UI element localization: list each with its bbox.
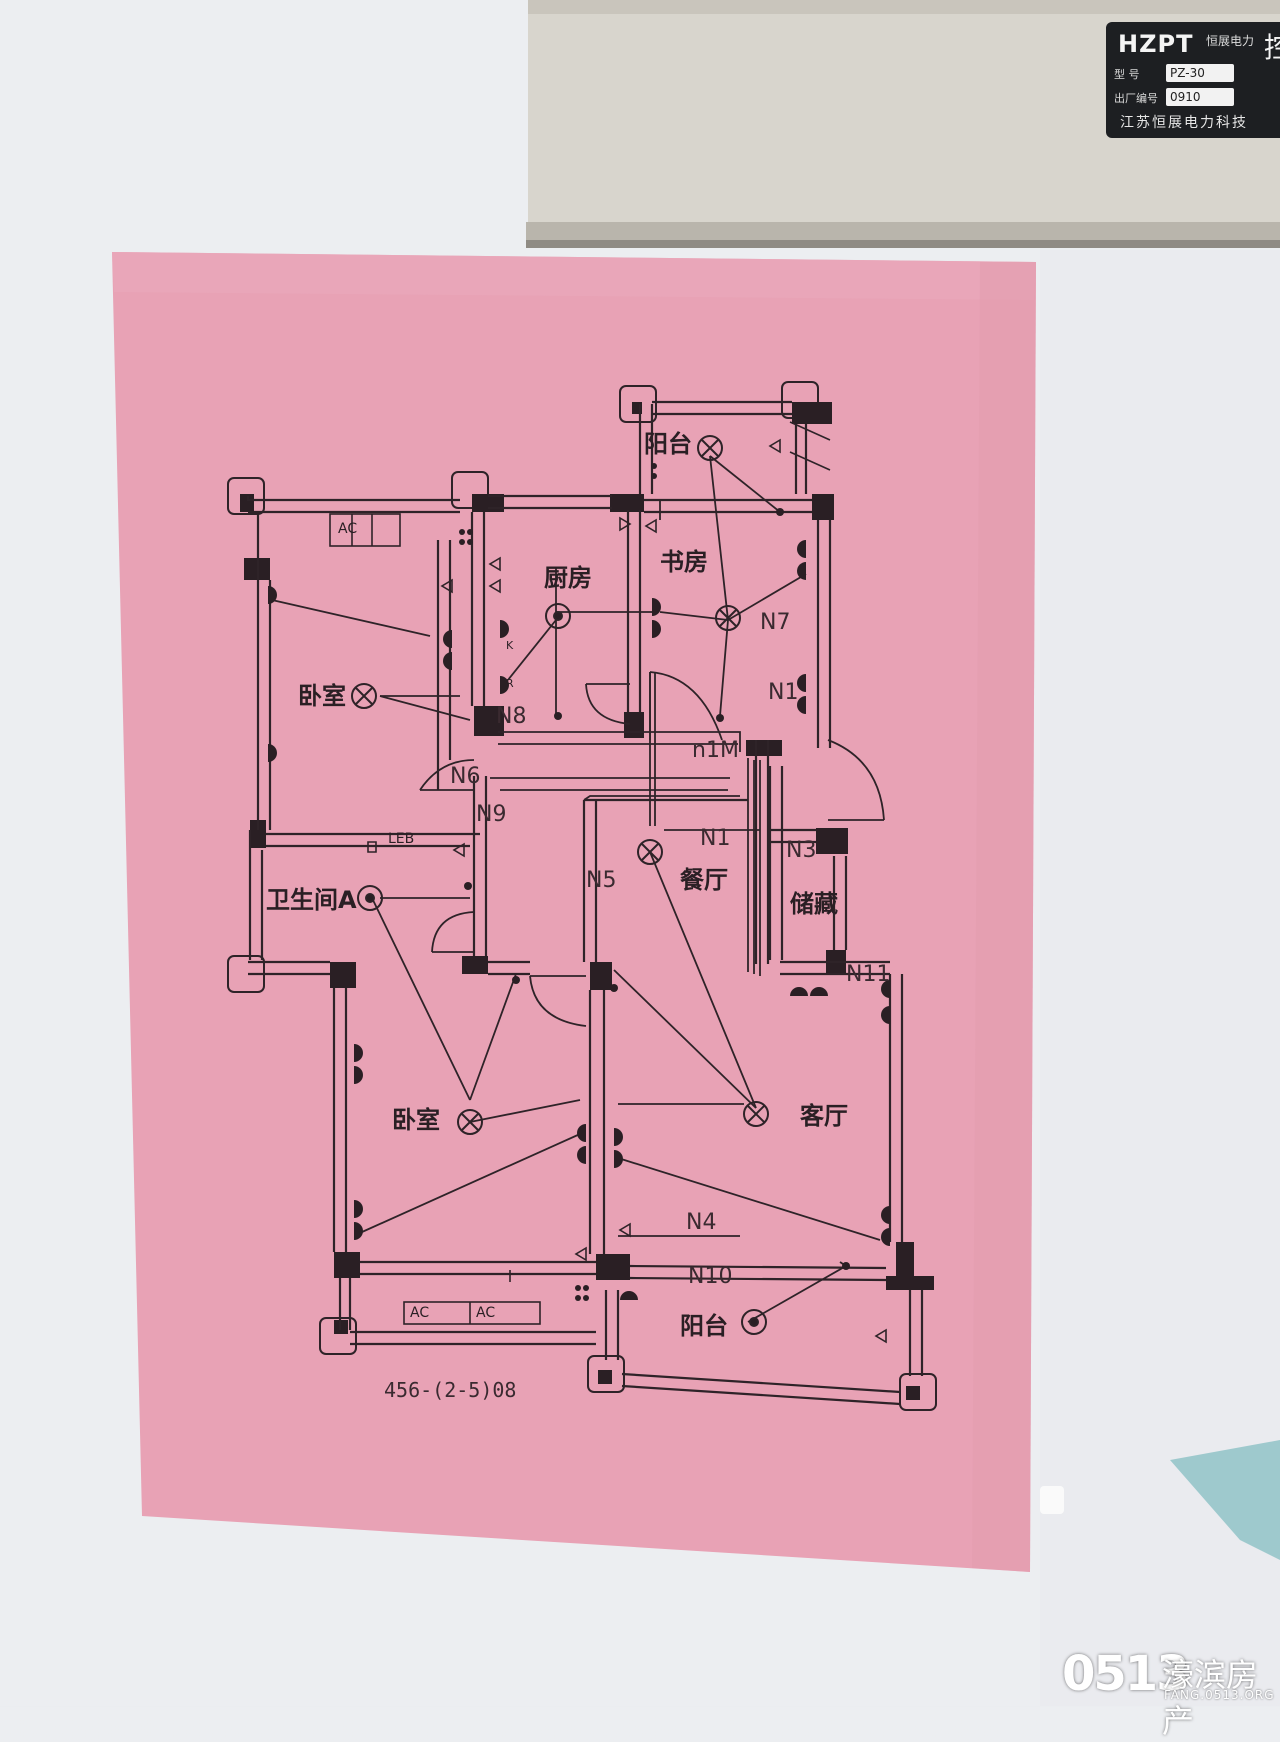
meter-brand-sub: 恒展电力 <box>1206 34 1255 48</box>
circuit-n11: N11 <box>846 962 891 987</box>
watermark-url: FANG.0513.ORG <box>1164 1688 1275 1702</box>
circuit-n8: N8 <box>496 704 527 729</box>
floor-plan-drawing <box>227 381 937 1411</box>
circuit-n3: N3 <box>786 838 817 863</box>
scene <box>0 0 1280 1706</box>
meter-char: 控 <box>1264 31 1280 64</box>
pink-floorplan-paper <box>112 252 1036 1572</box>
meter-model-label: 型 号 <box>1114 68 1140 81</box>
room-label-balcony-top: 阳台 <box>644 430 692 458</box>
room-label-bedroom-top: 卧室 <box>298 682 346 710</box>
circuit-n10: N10 <box>688 1264 733 1289</box>
drawing-number: 456-(2-5)08 <box>384 1378 517 1402</box>
ac-label-2: AC <box>410 1305 430 1321</box>
circuit-n9: N9 <box>476 802 507 827</box>
meter-brand: HZPT <box>1118 30 1194 58</box>
room-label-bedroom-bottom: 卧室 <box>392 1106 440 1134</box>
room-label-study: 书房 <box>660 548 708 576</box>
room-label-storage: 储藏 <box>790 890 838 918</box>
socket-k-label: K <box>506 639 514 652</box>
circuit-n1b: N1 <box>768 680 799 705</box>
meter-serial-value: 0910 <box>1166 88 1234 106</box>
fan-label: LEB <box>388 831 415 847</box>
meter-serial-label: 出厂编号 <box>1114 92 1158 105</box>
circuit-n6: N6 <box>450 764 481 789</box>
room-label-balcony-bottom: 阳台 <box>680 1312 728 1340</box>
room-label-dining: 餐厅 <box>680 866 728 894</box>
ac-label-3: AC <box>476 1305 496 1321</box>
watermark-logo: 0513 <box>1062 1646 1190 1702</box>
meter-model-value: PZ-30 <box>1166 64 1234 82</box>
circuit-n1: N1 <box>700 826 731 851</box>
room-label-kitchen: 厨房 <box>544 564 592 592</box>
meter-company: 江苏恒展电力科技 <box>1120 115 1248 131</box>
teal-object <box>1170 1440 1280 1560</box>
socket-r-label: R <box>506 677 514 690</box>
room-label-bathroom: 卫生间A <box>266 886 357 914</box>
circuit-n5: N5 <box>586 868 617 893</box>
ac-label-1: AC <box>338 521 358 537</box>
circuit-n7: N7 <box>760 610 791 635</box>
wall-plug <box>1040 1486 1064 1514</box>
circuit-n4: N4 <box>686 1210 717 1235</box>
room-label-living: 客厅 <box>800 1102 848 1130</box>
meter-nameplate: HZPT 恒展电力 控 型 号 PZ-30 出厂编号 0910 江苏恒展电力科技 <box>1106 22 1280 138</box>
circuit-n1m: n1M <box>692 738 739 763</box>
